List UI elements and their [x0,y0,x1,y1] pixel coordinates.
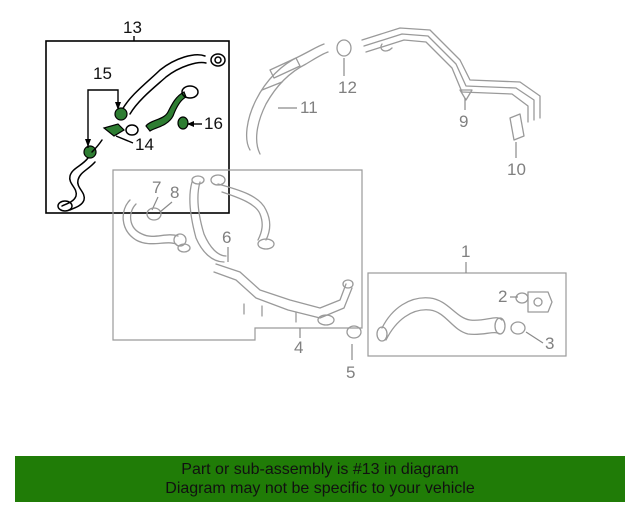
info-banner: Part or sub-assembly is #13 in diagram D… [15,456,625,502]
pipe-9 [361,27,541,119]
banner-line-2: Diagram may not be specific to your vehi… [165,480,475,497]
callout-9: 9 [459,112,468,131]
callout-5: 5 [346,363,355,382]
hose-end-clamp [210,53,226,67]
callout-11: 11 [300,98,318,117]
callout-15: 15 [93,64,112,83]
clamp-2 [515,292,529,304]
clamp-14 [125,124,139,136]
green-clamp-15a [114,107,128,121]
hose-1 [381,297,503,329]
callout-13: 13 [123,18,142,37]
callout-16: 16 [204,114,223,133]
fitting-2 [527,291,553,313]
callout-7: 7 [152,178,161,197]
green-tee-14 [102,123,125,137]
clamp-12 [336,39,352,57]
parts-diagram: 13 15 14 16 11 12 9 10 4 [45,18,567,382]
callout-10: 10 [507,160,526,179]
callout-1: 1 [461,242,470,261]
clamp-3 [510,321,526,335]
hose-4b [217,183,271,241]
green-clamp-15b [83,145,97,159]
lower-clamp-13 [57,200,73,212]
clamp-180 [181,85,199,99]
bracket-10 [509,113,525,141]
group-1-box [367,272,567,357]
green-plug-16 [177,116,189,130]
hose-4a [189,181,225,263]
callout-12: 12 [338,78,357,97]
callout-6: 6 [222,228,231,247]
banner-line-1: Part or sub-assembly is #13 in diagram [181,461,459,478]
hose-11 [245,43,325,151]
callout-2: 2 [498,287,507,306]
subassembly-13-box [45,40,230,214]
upper-hose-13 [121,54,206,111]
callout-8: 8 [170,183,179,202]
clamp-5 [346,325,362,339]
callout-4: 4 [294,338,303,357]
callout-3: 3 [545,334,554,353]
hose-7 [122,199,177,245]
clamp-8 [146,207,162,221]
pipe-assembly-4 [215,263,347,309]
callout-14: 14 [135,135,154,154]
group-4-box [112,169,363,341]
